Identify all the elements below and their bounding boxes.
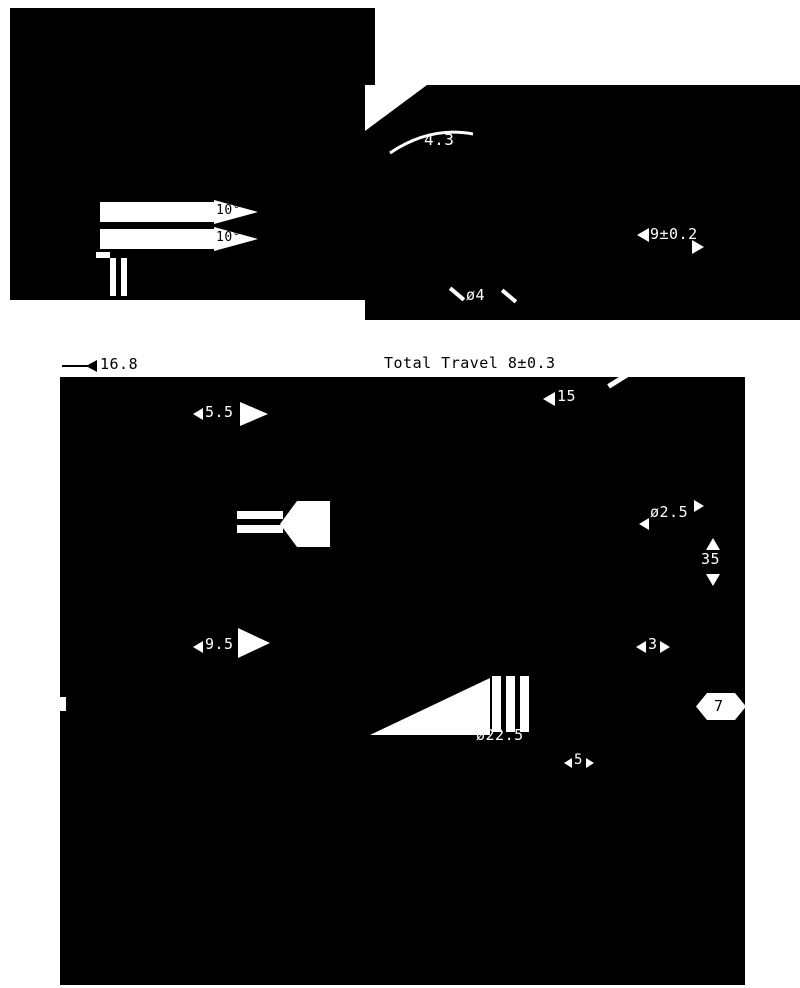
- main-view-silhouette: [60, 377, 745, 985]
- dia-2-5-arrowhead-left-icon: [639, 518, 649, 530]
- dim-16-8-arrowhead-icon: [86, 360, 97, 372]
- dim-7-badge: [696, 693, 746, 720]
- dim-9-label: 9±0.2: [650, 225, 698, 243]
- lower-pin-profile: [100, 229, 216, 249]
- total-travel-label: Total Travel 8±0.3: [384, 354, 556, 372]
- top-right-view-silhouette: [365, 85, 800, 320]
- hatch-tick-vertical-1: [110, 258, 116, 296]
- dim-4-3-label: 4.3: [424, 130, 455, 149]
- dim-3-arrowhead-right-icon: [660, 641, 670, 653]
- leader-line-4-3: [389, 130, 474, 155]
- hatch-tick-horizontal: [96, 252, 110, 258]
- dim-5-5-label: 5.5: [205, 403, 234, 421]
- dim-15-label: 15: [557, 387, 577, 405]
- upper-pin-angle-label: 10°: [216, 203, 241, 218]
- left-edge-notch: [60, 697, 66, 711]
- dim-9-5-label: 9.5: [205, 635, 234, 653]
- dim-16-8-label: 16.8: [100, 355, 139, 373]
- dim-7-label: 7: [714, 697, 724, 715]
- hatch-tick-vertical-2: [121, 258, 127, 296]
- dim-9-5-arrowhead-left-icon: [193, 641, 203, 653]
- dim-35-label: 35: [701, 550, 721, 568]
- dim-3-arrowhead-left-icon: [636, 641, 646, 653]
- dia-4-label: ø4: [466, 286, 486, 304]
- dim-5-arrowhead-left-icon: [564, 758, 572, 768]
- dim-3-label: 3: [648, 635, 658, 653]
- dim-16-8-extension-line: [62, 365, 88, 367]
- dim-5-arrowhead-right-icon: [586, 758, 594, 768]
- dia-2-5-arrowhead-right-icon: [694, 500, 704, 512]
- core-bar-1: [492, 676, 501, 732]
- dia-2-5-label: ø2.5: [650, 503, 689, 521]
- dia-22-5-label: ø22.5: [476, 726, 524, 744]
- top-left-view-silhouette: [10, 8, 375, 300]
- detail-callout-bar-lower: [237, 525, 283, 533]
- detail-callout-bar-upper: [237, 511, 283, 519]
- core-bar-3: [520, 676, 529, 732]
- dim-5-label: 5: [574, 752, 583, 768]
- core-bar-2: [506, 676, 515, 732]
- dim-5-5-arrowhead-left-icon: [193, 408, 203, 420]
- lower-pin-angle-label: 10°: [216, 230, 241, 245]
- upper-pin-profile: [100, 202, 216, 222]
